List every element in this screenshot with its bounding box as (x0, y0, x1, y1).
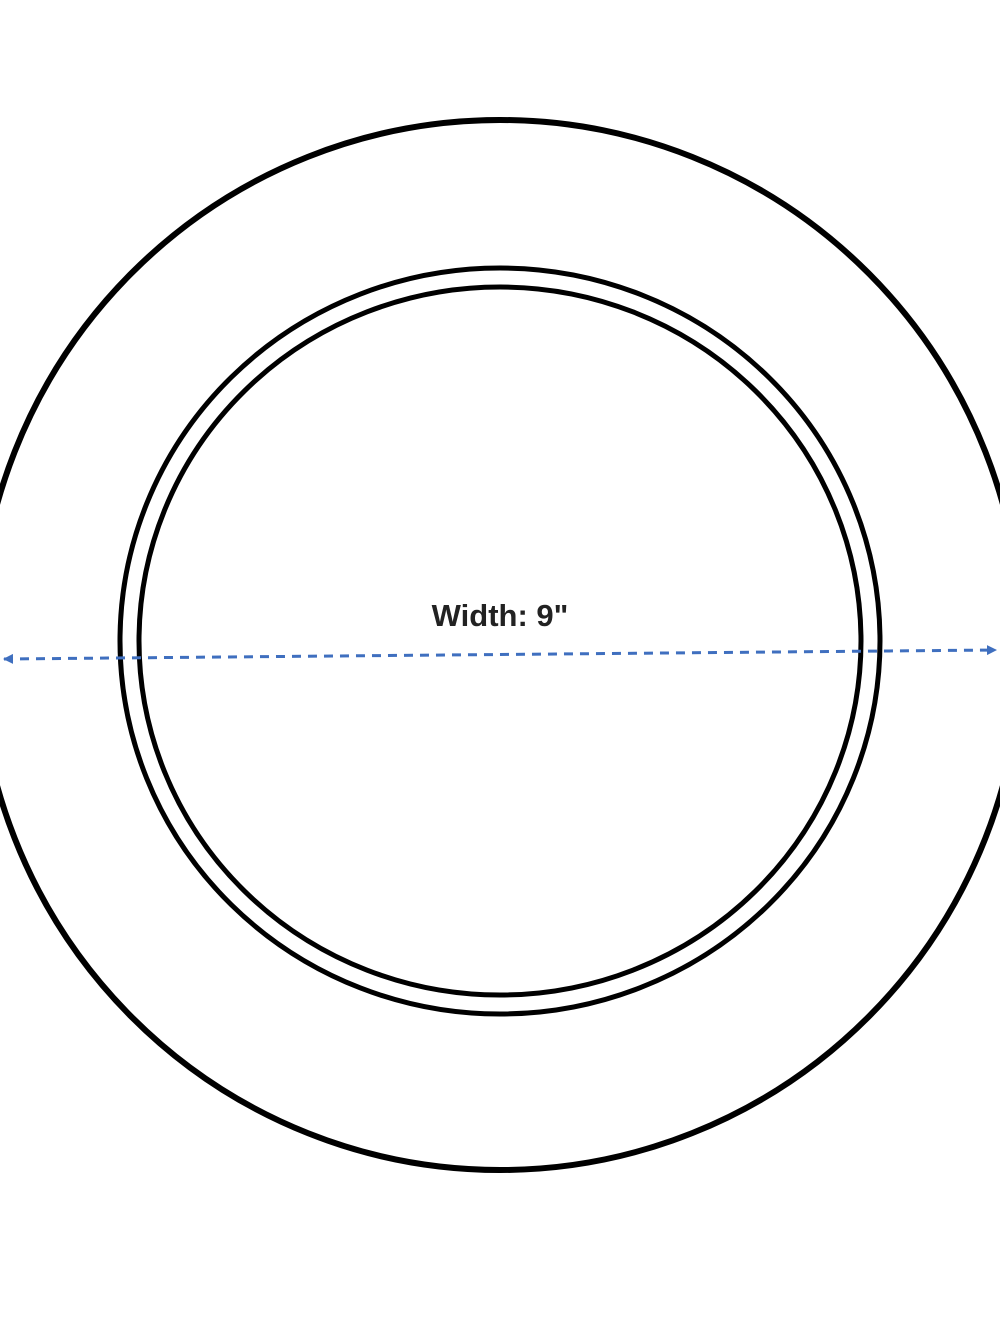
width-dimension-line (3, 645, 997, 664)
plate-inner-ring-inner (136, 284, 864, 998)
plate-outer-rim (0, 117, 1000, 1173)
width-dimension-label: Width: 9" (432, 598, 569, 633)
plate-inner-ring-outer (117, 265, 883, 1017)
